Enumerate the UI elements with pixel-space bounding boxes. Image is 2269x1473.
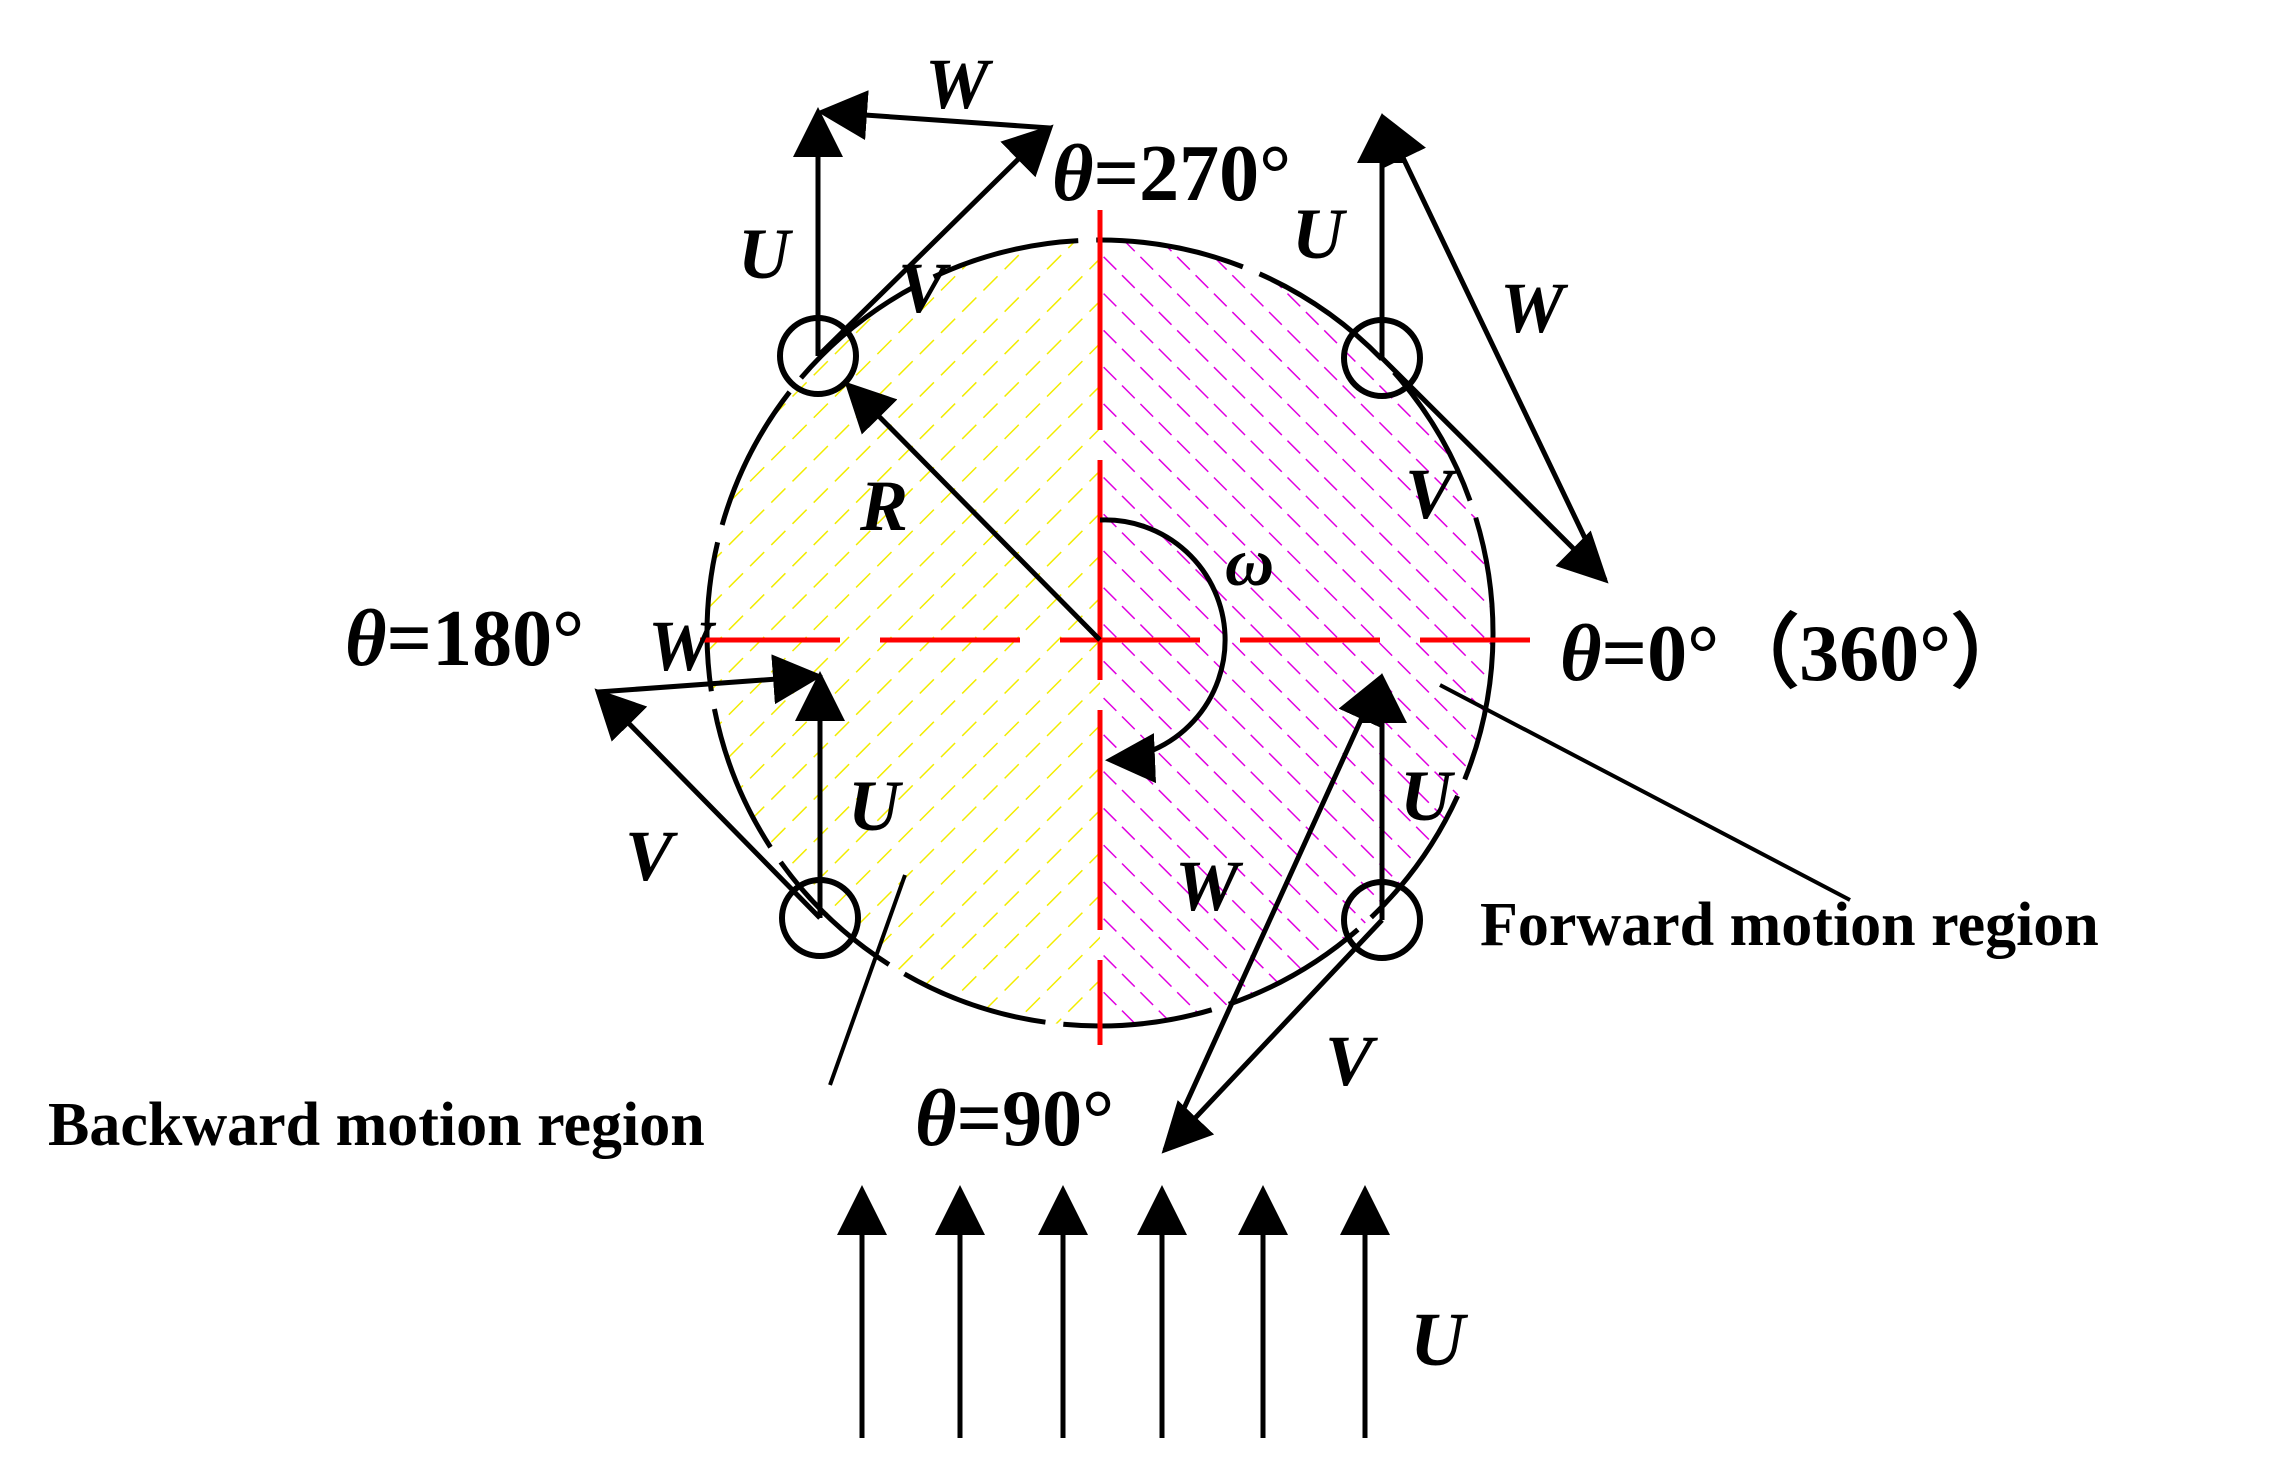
omega-label: ω <box>1225 524 1274 600</box>
w-label-top-left: W <box>925 44 994 124</box>
u-label-bottom-left: U <box>848 766 904 846</box>
forward-region-leader <box>1439 683 1851 902</box>
u-label-top-left: U <box>738 214 794 294</box>
w-label-bottom-left: W <box>648 606 717 686</box>
freestream-arrows <box>837 1185 1390 1438</box>
u-label-bottom-right: U <box>1400 756 1456 836</box>
angle-label-90: θ=90° <box>915 1075 1114 1163</box>
backward-region-leader <box>828 874 907 1086</box>
w-label-top-right: W <box>1500 268 1569 348</box>
velocity-triangle-top-left <box>793 90 1054 358</box>
omega-rotation-arrow <box>1099 517 1228 784</box>
velocity-triangle-bottom-left <box>594 654 845 920</box>
angle-label-0: θ=0°（360°） <box>1560 610 2031 698</box>
backward-region-label: Backward motion region <box>48 1091 705 1159</box>
forward-motion-hatch <box>1100 240 1493 1026</box>
velocity-triangle-top-right <box>1357 113 1609 584</box>
v-label-bottom-left: V <box>625 816 678 896</box>
velocity-triangle-bottom-right <box>1161 673 1407 1154</box>
backward-motion-hatch <box>707 240 1100 1026</box>
angle-label-180: θ=180° <box>345 595 584 683</box>
w-label-bottom-right: W <box>1175 846 1244 926</box>
radius-line <box>844 381 1102 642</box>
forward-region-label: Forward motion region <box>1480 891 2099 959</box>
v-label-top-left: V <box>898 248 951 328</box>
v-label-top-right: V <box>1405 454 1458 534</box>
v-label-bottom-right: V <box>1325 1021 1378 1101</box>
u-label-top-right: U <box>1292 194 1348 274</box>
u-label-freestream: U <box>1410 1298 1469 1382</box>
radius-label: R <box>859 466 908 546</box>
angle-label-270: θ=270° <box>1052 130 1291 218</box>
